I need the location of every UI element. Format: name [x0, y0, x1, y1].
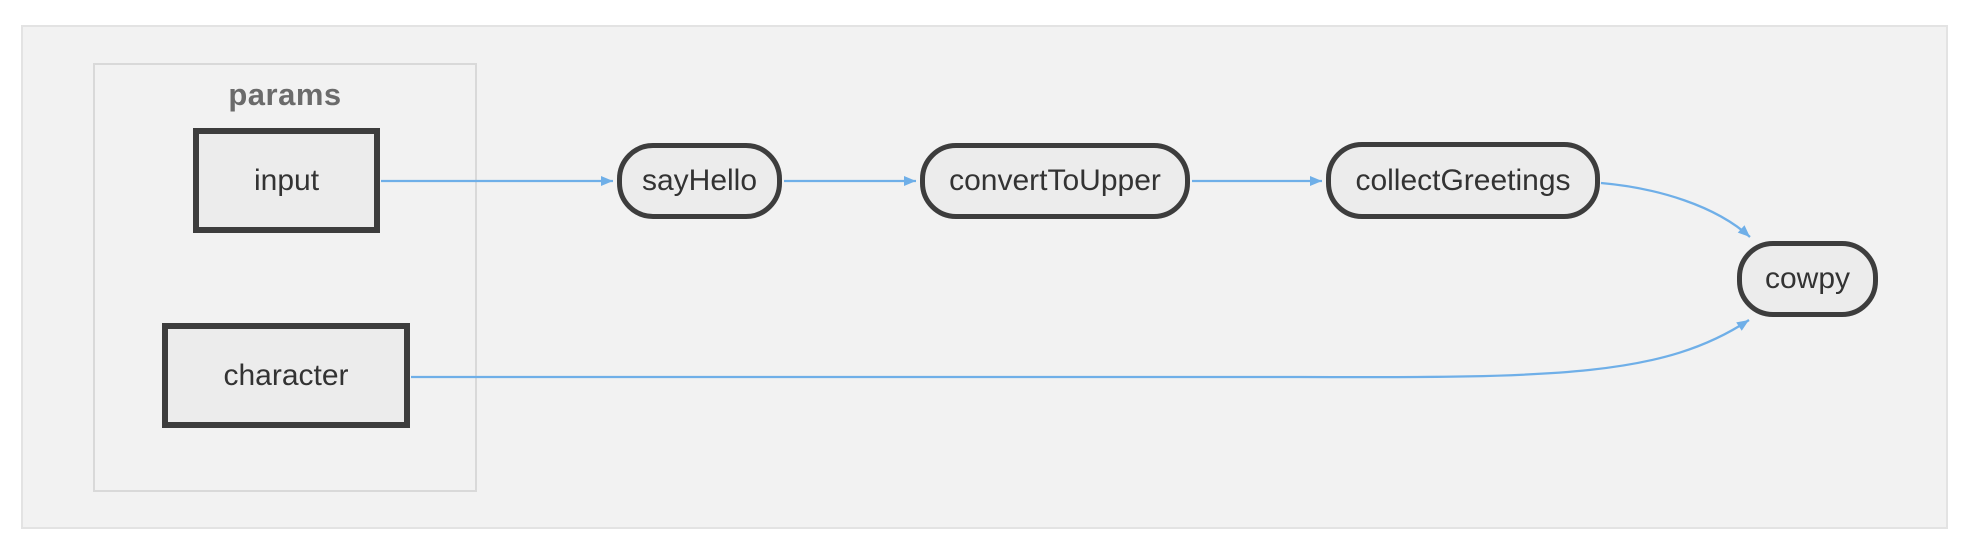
edge-collectgreetings-to-cowpy [1600, 181, 1751, 238]
edge-character-to-cowpy [411, 319, 1750, 379]
node-character[interactable]: character [162, 323, 410, 428]
diagram-frame [21, 25, 1948, 529]
node-input[interactable]: input [193, 128, 380, 233]
node-input-label: input [253, 163, 320, 197]
node-sayhello-label: sayHello [641, 164, 758, 197]
params-cluster-label: params [228, 77, 342, 112]
node-collectgreetings[interactable]: collectGreetings [1326, 142, 1600, 219]
node-sayhello[interactable]: sayHello [617, 143, 782, 219]
node-character-label: character [223, 358, 349, 392]
node-converttoupper-label: convertToUpper [949, 164, 1161, 197]
node-converttoupper[interactable]: convertToUpper [920, 143, 1190, 219]
node-cowpy[interactable]: cowpy [1737, 241, 1878, 317]
node-collectgreetings-label: collectGreetings [1355, 163, 1571, 197]
params-cluster: params [93, 63, 477, 492]
node-cowpy-label: cowpy [1764, 262, 1851, 295]
